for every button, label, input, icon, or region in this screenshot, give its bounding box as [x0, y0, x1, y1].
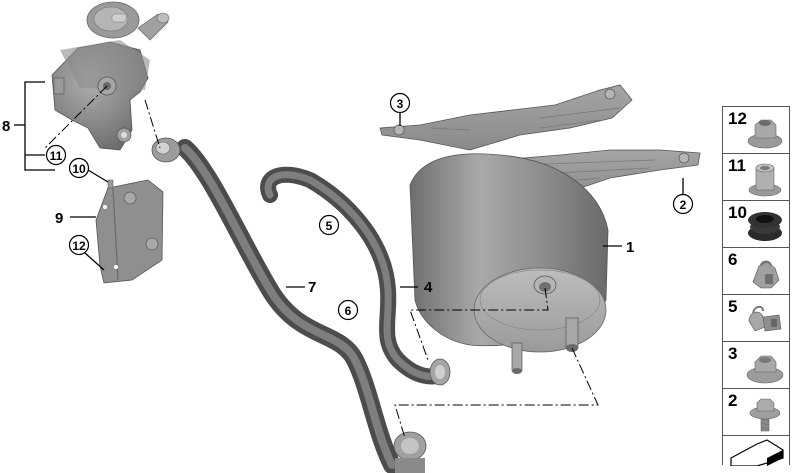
- svg-text:5: 5: [326, 219, 333, 233]
- svg-text:3: 3: [397, 97, 404, 111]
- legend-item-6[interactable]: 6: [722, 247, 790, 294]
- svg-text:12: 12: [72, 239, 86, 253]
- legend-more-parts[interactable]: [722, 435, 790, 466]
- callout-leaders: [14, 81, 684, 288]
- callout-11: 11: [45, 144, 67, 166]
- hose-clip-icon: [752, 260, 780, 289]
- callout-9: 9: [55, 210, 63, 227]
- callout-8: 8: [2, 118, 10, 135]
- svg-text:6: 6: [345, 304, 352, 318]
- bushing-sleeve-icon: [748, 163, 782, 197]
- legend-number: 3: [728, 344, 738, 363]
- charcoal-canister: [379, 84, 701, 374]
- callout-12: 12: [68, 234, 90, 256]
- callout-10: 10: [68, 157, 90, 179]
- svg-text:10: 10: [72, 162, 86, 176]
- svg-text:2: 2: [680, 198, 687, 212]
- hardware-legend: 12 11 10 6 5: [722, 106, 790, 466]
- legend-number: 11: [728, 156, 746, 175]
- purge-valve: [51, 1, 170, 151]
- flange-nut-icon: [747, 119, 783, 149]
- hose-7: [151, 137, 427, 473]
- legend-item-11[interactable]: 11: [722, 153, 790, 200]
- mounting-bracket: [95, 179, 164, 284]
- callout-1: 1: [626, 239, 634, 256]
- callout-5: 5: [318, 214, 340, 236]
- assembly-lines: [44, 85, 599, 439]
- legend-item-3[interactable]: 3: [722, 341, 790, 388]
- callout-6: 6: [337, 299, 359, 321]
- legend-number: 6: [728, 250, 738, 269]
- callout-3: 3: [389, 92, 411, 114]
- callout-4: 4: [424, 279, 433, 296]
- legend-number: 5: [728, 297, 738, 316]
- further-parts-arrow-icon: [730, 439, 784, 466]
- legend-item-2[interactable]: 2: [722, 388, 790, 435]
- hex-collar-nut-icon: [746, 355, 784, 384]
- legend-number: 10: [728, 203, 747, 222]
- legend-item-10[interactable]: 10: [722, 200, 790, 247]
- hose-4: [260, 166, 451, 386]
- callout-7: 7: [308, 279, 316, 296]
- hex-collar-screw-icon: [749, 398, 781, 432]
- svg-text:11: 11: [50, 149, 63, 163]
- rubber-grommet-icon: [748, 212, 782, 241]
- legend-number: 2: [728, 391, 738, 410]
- callout-labels: 8 9 1 4 7 11 10 12 3 2 5: [2, 92, 694, 321]
- callout-2: 2: [672, 193, 694, 215]
- double-hose-clip-icon: [748, 305, 782, 332]
- legend-item-12[interactable]: 12: [722, 106, 790, 153]
- legend-item-5[interactable]: 5: [722, 294, 790, 341]
- legend-number: 12: [728, 109, 747, 128]
